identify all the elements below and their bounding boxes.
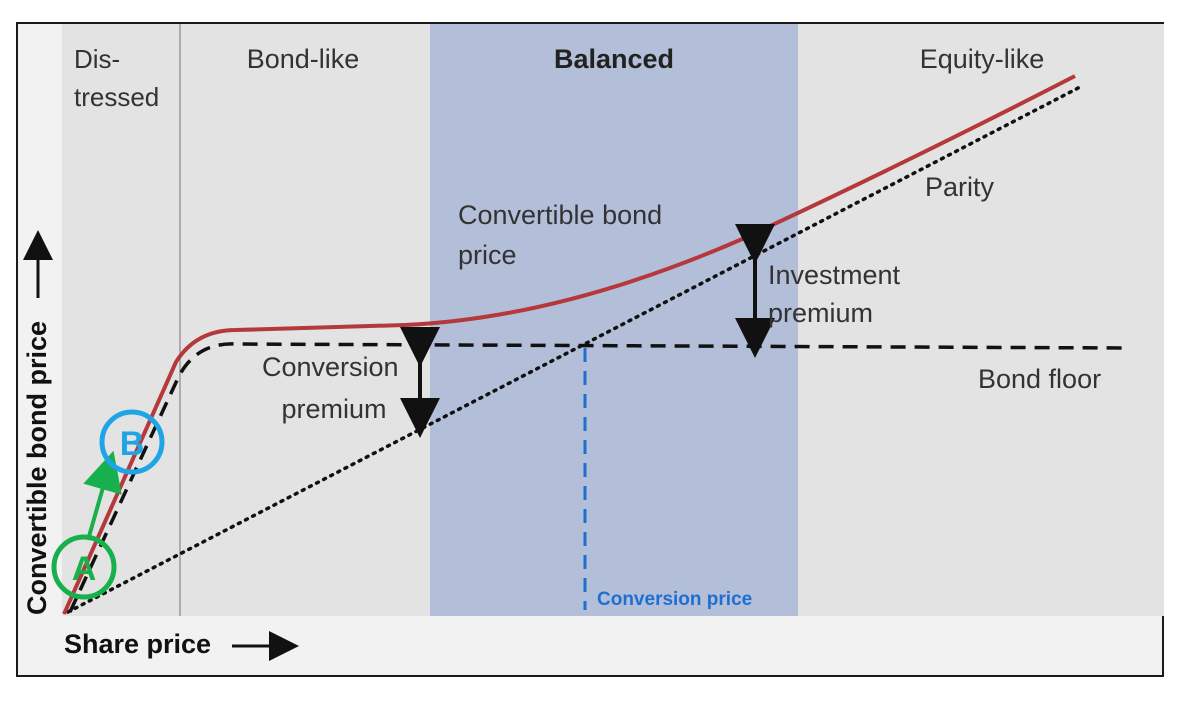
conversion-price-label: Conversion price: [597, 589, 752, 610]
investment-premium-label: Investment premium: [768, 260, 908, 328]
marker-b-label: B: [120, 425, 145, 463]
region-label-bond-like: Bond-like: [247, 44, 360, 74]
region-label-distressed: Dis- tressed: [74, 44, 159, 112]
region-label-distressed-line2: tressed: [74, 82, 159, 112]
convertible-bond-price-curve: [62, 74, 1076, 615]
marker-b-circle: [99, 409, 165, 475]
investment-premium-label-line2: premium: [768, 298, 873, 328]
region-bond-like: [180, 24, 430, 616]
y-axis-label: Convertible bond price: [22, 321, 52, 615]
investment-premium-label-line1: Investment: [768, 260, 901, 290]
conversion-premium-label-line1: Conversion: [262, 352, 399, 382]
a-to-b-arrow: [83, 450, 122, 541]
region-label-balanced: Balanced: [554, 44, 674, 74]
conversion-premium-label: Conversion premium: [262, 352, 406, 424]
region-label-equity-like: Equity-like: [920, 44, 1045, 74]
convertible-bond-price-label-line2: price: [458, 240, 517, 270]
marker-a-circle: [51, 534, 117, 600]
region-distressed: [62, 24, 180, 616]
parity-line: [66, 84, 1084, 614]
parity-label: Parity: [925, 172, 995, 202]
marker-a-label: A: [72, 550, 97, 588]
bond-floor-label: Bond floor: [978, 364, 1101, 394]
convertible-bond-price-label-line1: Convertible bond: [458, 200, 662, 230]
region-balanced: [430, 24, 798, 616]
bond-floor-line: [68, 342, 1127, 613]
convertible-bond-price-label: Convertible bond price: [458, 200, 670, 270]
conversion-premium-label-line2: premium: [281, 394, 386, 424]
region-label-distressed-line1: Dis-: [74, 44, 120, 74]
x-axis-label: Share price: [64, 629, 211, 659]
